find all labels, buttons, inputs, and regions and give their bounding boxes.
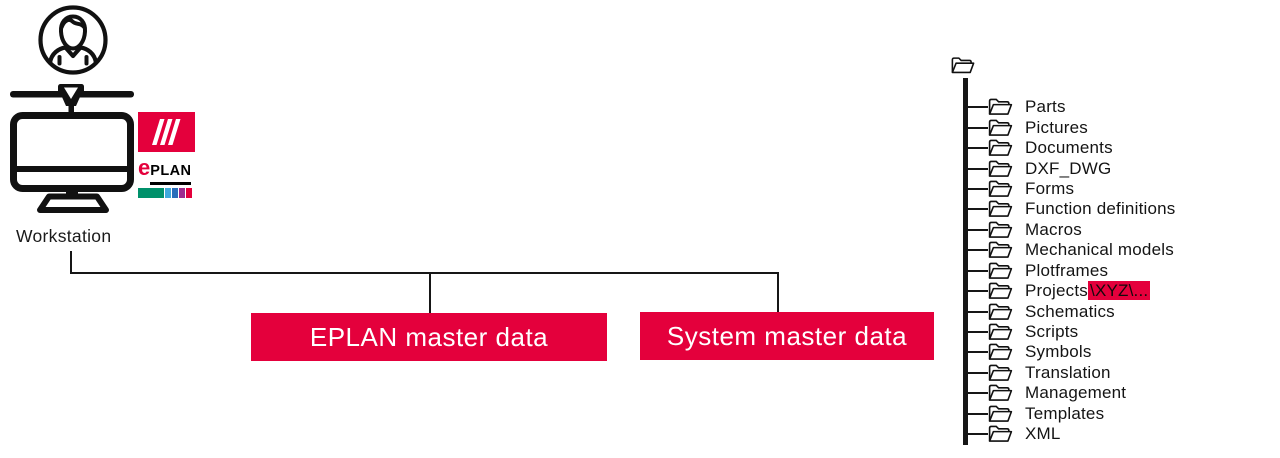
tree-row: Symbols — [965, 342, 1175, 362]
folder-label: DXF_DWG — [1025, 158, 1112, 178]
eplan-wordmark: e PLAN — [138, 155, 195, 185]
tree-row: XML — [965, 424, 1175, 444]
folder-label: Translation — [1025, 362, 1111, 382]
colorbar-segment — [186, 188, 192, 198]
tree-branch-line — [965, 310, 988, 313]
tree-branch-line — [965, 147, 988, 150]
tree-branch-line — [965, 249, 988, 252]
tree-branch-line — [965, 126, 988, 129]
folder-icon — [988, 98, 1013, 116]
eplan-master-data-box: EPLAN master data — [251, 313, 607, 361]
system-master-data-box: System master data — [640, 312, 934, 360]
folder-label: Pictures — [1025, 117, 1089, 137]
tree-branch-line — [965, 290, 988, 293]
folder-label: Management — [1025, 383, 1127, 403]
eplan-logo-mark — [138, 112, 195, 152]
workstation-monitor-icon — [10, 84, 134, 213]
tree-row: Translation — [965, 363, 1175, 383]
tree-branch-line — [965, 106, 988, 109]
tree-trunk-line — [963, 78, 968, 445]
colorbar-segment — [172, 188, 178, 198]
colorbar-segment — [165, 188, 171, 198]
folder-tree: Parts Pictures Documents DXF_DWG Forms — [946, 52, 1276, 454]
tree-row: Plotframes — [965, 261, 1175, 281]
folder-icon — [988, 323, 1013, 340]
folder-label: Plotframes — [1025, 260, 1109, 280]
folder-label: Templates — [1025, 403, 1105, 423]
tree-row: Forms — [965, 179, 1175, 199]
folder-icon — [988, 160, 1013, 177]
folder-tree-rows: Parts Pictures Documents DXF_DWG Forms — [965, 97, 1175, 444]
folder-icon — [988, 119, 1013, 136]
tree-row: Macros — [965, 220, 1175, 240]
connector-workstation-drop — [69, 251, 72, 273]
folder-icon — [988, 425, 1013, 443]
tree-branch-line — [965, 371, 988, 374]
connector-system-drop — [777, 272, 779, 313]
eplan-colorbar — [138, 188, 195, 198]
folder-label: Symbols — [1025, 342, 1092, 362]
eplan-logo: e PLAN — [138, 112, 195, 198]
connector-eplan-drop — [429, 272, 431, 314]
tree-branch-line — [965, 208, 988, 211]
eplan-wordmark-plan: PLAN — [150, 161, 192, 185]
tree-branch-line — [965, 331, 988, 334]
folder-icon — [988, 384, 1013, 402]
folder-icon — [988, 221, 1013, 238]
folder-label: Schematics — [1025, 301, 1115, 321]
folder-icon — [988, 241, 1013, 259]
tree-branch-line — [965, 228, 988, 231]
folder-icon — [988, 344, 1013, 361]
folder-label: Projects\XYZ\... — [1025, 281, 1151, 301]
folder-label: Forms — [1025, 178, 1075, 198]
eplan-wordmark-e: e — [138, 155, 151, 180]
tree-branch-line — [965, 433, 988, 436]
folder-icon — [988, 262, 1013, 279]
tree-row: DXF_DWG — [965, 158, 1175, 178]
tree-row: Function definitions — [965, 199, 1175, 219]
tree-branch-line — [965, 187, 988, 190]
tree-row: Projects\XYZ\... — [965, 281, 1175, 301]
workstation-label: Workstation — [16, 226, 112, 246]
folder-label: Parts — [1025, 97, 1066, 117]
tree-row: Templates — [965, 404, 1175, 424]
tree-branch-line — [965, 269, 988, 272]
folder-icon — [988, 364, 1013, 381]
tree-row: Management — [965, 383, 1175, 403]
connector-horizontal — [69, 272, 779, 274]
folder-icon — [988, 201, 1013, 218]
user-icon — [38, 5, 108, 75]
tree-row: Documents — [965, 138, 1175, 158]
colorbar-segment — [138, 188, 164, 198]
projects-path-highlight: \XYZ\... — [1088, 281, 1151, 301]
folder-icon — [988, 139, 1013, 157]
root-folder-icon — [951, 57, 975, 74]
folder-icon — [988, 282, 1013, 300]
tree-row: Scripts — [965, 322, 1175, 342]
folder-label: Mechanical models — [1025, 240, 1174, 260]
folder-label: Macros — [1025, 219, 1082, 239]
tree-row: Pictures — [965, 117, 1175, 137]
tree-branch-line — [965, 351, 988, 354]
folder-label: Function definitions — [1025, 199, 1176, 219]
folder-icon — [988, 303, 1013, 320]
folder-icon — [988, 405, 1013, 422]
tree-row: Schematics — [965, 301, 1175, 321]
tree-branch-line — [965, 167, 988, 170]
tree-branch-line — [965, 412, 988, 415]
tree-row: Parts — [965, 97, 1175, 117]
tree-branch-line — [965, 392, 988, 395]
folder-label: Documents — [1025, 138, 1113, 158]
folder-label: Scripts — [1025, 322, 1079, 342]
tree-row: Mechanical models — [965, 240, 1175, 260]
folder-label: XML — [1025, 424, 1061, 444]
folder-icon — [988, 180, 1013, 197]
colorbar-segment — [179, 188, 185, 198]
